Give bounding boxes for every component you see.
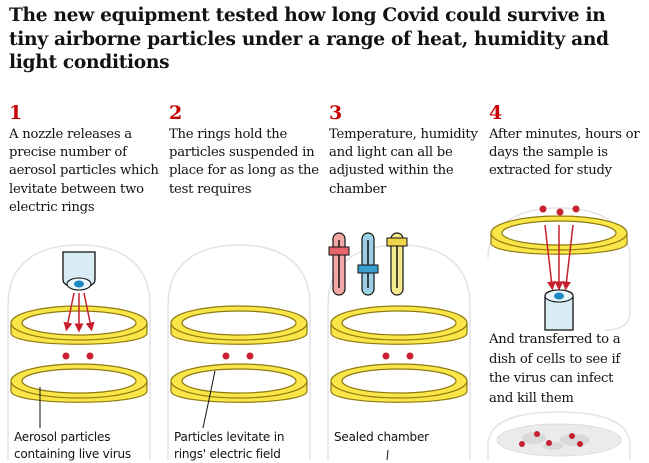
step-number: 2 (169, 102, 183, 124)
step-number: 4 (489, 102, 503, 124)
step-4: 4 After minutes, hours or days the sampl… (489, 102, 641, 181)
lower-ring-3 (330, 363, 468, 403)
humidity-slider (357, 232, 379, 296)
step-number: 1 (9, 102, 23, 124)
caption-leader-2 (202, 370, 216, 429)
step-4-followup: And transferred to a dish of cells to se… (489, 332, 621, 406)
lower-ring-2 (170, 363, 308, 403)
step-3: 3 Temperature, humidity and light can al… (329, 102, 481, 199)
lower-ring-1 (10, 363, 148, 403)
light-slider (386, 232, 408, 296)
upper-ring-2 (170, 305, 308, 345)
collector-tube (544, 289, 574, 331)
step-description: A nozzle releases a precise number of ae… (9, 127, 159, 215)
caption-leader-3 (386, 449, 389, 460)
nozzle-1 (62, 251, 96, 291)
temperature-slider (328, 232, 350, 296)
caption-aerosol: Aerosol particles containing live virus (14, 430, 131, 461)
step-description: The rings hold the particles suspended i… (169, 127, 319, 197)
cell-dish (487, 411, 631, 460)
step-1: 1 A nozzle releases a precise number of … (9, 102, 161, 217)
chamber-outline-2 (167, 244, 311, 460)
step-number: 3 (329, 102, 343, 124)
step-description: After minutes, hours or days the sample … (489, 127, 640, 179)
step-description: Temperature, humidity and light can all … (329, 127, 478, 197)
caption-levitate: Particles levitate in rings' electric fi… (174, 430, 285, 461)
upper-ring-3 (330, 305, 468, 345)
step-2: 2 The rings hold the particles suspended… (169, 102, 321, 199)
aerosol-arrows (63, 292, 95, 333)
caption-sealed: Sealed chamber (334, 430, 429, 444)
headline: The new equipment tested how long Covid … (9, 5, 609, 73)
chamber-outline-1 (7, 244, 151, 460)
extraction-arrows (544, 224, 574, 291)
